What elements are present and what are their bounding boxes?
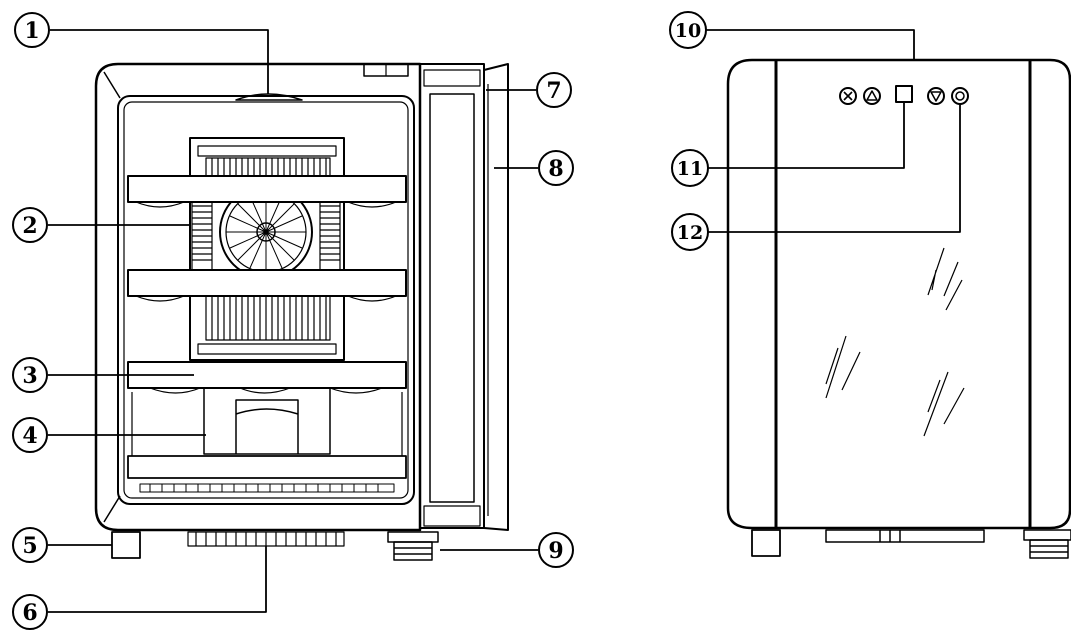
door-glass — [429, 93, 475, 503]
heatsink-bottom — [205, 295, 331, 341]
cabinet-bevel — [103, 71, 121, 523]
callout-1-circle — [14, 12, 50, 48]
callout-labels: 1 2 3 4 5 6 7 8 9 10 11 12 — [22, 18, 703, 626]
bottom-box — [203, 387, 331, 455]
callout-6-circle — [12, 594, 48, 630]
leader-lines — [48, 29, 961, 613]
callout-4-circle — [12, 417, 48, 453]
bottom-rail — [127, 455, 407, 479]
up-button-icon — [863, 87, 881, 105]
heatsink-side-right — [319, 199, 341, 271]
door-handle — [483, 63, 509, 531]
callout-7: 7 — [546, 78, 561, 104]
shelf-middle — [127, 269, 407, 297]
vent-grill — [187, 531, 345, 547]
callout-8: 8 — [548, 156, 563, 182]
bottom-vent — [139, 483, 395, 493]
callout-10-circle — [669, 11, 707, 49]
callout-10: 10 — [675, 20, 701, 42]
front-view — [94, 62, 509, 561]
power-button-icon — [839, 87, 857, 105]
shelf-top — [127, 175, 407, 203]
callout-6: 6 — [22, 600, 37, 626]
foot-right-adjustable — [387, 531, 439, 561]
foot-closed-right — [1023, 529, 1071, 559]
callout-3: 3 — [22, 363, 37, 389]
glass-reflection — [825, 247, 965, 437]
heatsink-side-left — [191, 199, 213, 271]
callout-circles — [12, 11, 709, 630]
callout-4: 4 — [22, 423, 37, 449]
callout-3-circle — [12, 357, 48, 393]
callout-12: 12 — [677, 222, 703, 244]
callout-2: 2 — [22, 213, 37, 239]
foot-left — [111, 531, 141, 559]
foot-closed-left — [751, 529, 781, 557]
callout-5-circle — [12, 527, 48, 563]
temperature-display-icon — [895, 85, 913, 103]
callout-11-circle — [671, 149, 709, 187]
door-frame — [419, 63, 485, 529]
inner-liner — [117, 95, 415, 505]
closed-view — [726, 58, 1071, 559]
callout-12-circle — [671, 213, 709, 251]
cabinet-outer — [94, 62, 422, 532]
down-button-icon — [927, 87, 945, 105]
cooling-housing — [189, 137, 345, 361]
inner-liner-edge — [123, 101, 409, 499]
callout-9: 9 — [548, 538, 563, 564]
cabinet-closed-outer — [726, 58, 1071, 530]
light-button-icon — [951, 87, 969, 105]
callout-8-circle — [538, 150, 574, 186]
callout-7-circle — [536, 72, 572, 108]
callout-5: 5 — [22, 533, 37, 559]
interior-light — [235, 93, 303, 101]
vent-grill-closed — [825, 529, 985, 543]
bottom-box-recess — [235, 399, 299, 454]
callout-9-circle — [538, 532, 574, 568]
callout-11: 11 — [677, 158, 703, 180]
callout-1: 1 — [24, 18, 39, 44]
callout-2-circle — [12, 207, 48, 243]
